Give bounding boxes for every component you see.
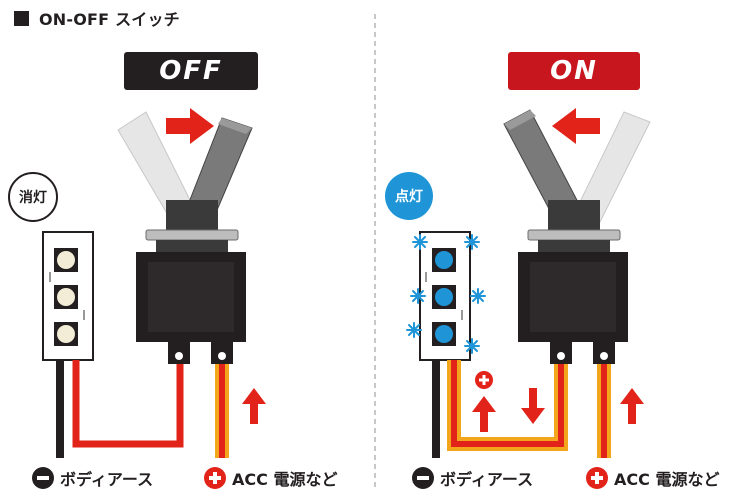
- arrow-down-icon: [521, 388, 545, 424]
- on-switch-terminals: [550, 342, 615, 364]
- off-switch-collar: [156, 240, 228, 252]
- on-led-board: [419, 231, 471, 361]
- off-legend-power-label: ACC 電源など: [232, 470, 338, 489]
- arrow-right-icon: [166, 108, 214, 144]
- off-badge: OFF: [124, 52, 258, 90]
- on-switch-collar: [538, 240, 610, 252]
- status-lit-circle: 点灯: [385, 172, 433, 220]
- off-led-2: [57, 288, 75, 306]
- off-led-board: [42, 231, 94, 361]
- off-led-1: [57, 251, 75, 269]
- on-led-2: [435, 288, 453, 306]
- plus-icon: [204, 467, 226, 489]
- arrow-up-icon: [242, 388, 266, 424]
- plus-icon: [586, 467, 608, 489]
- plus-icon: [475, 371, 493, 389]
- off-legend-ground: ボディアース: [32, 464, 153, 492]
- on-legend-ground-label: ボディアース: [440, 470, 534, 489]
- off-switch-neck: [166, 200, 218, 230]
- minus-icon: [412, 467, 434, 489]
- status-unlit-circle: 消灯: [8, 172, 58, 222]
- on-panel: [406, 108, 651, 458]
- off-switch-face: [148, 262, 234, 332]
- on-switch-nut: [527, 229, 621, 241]
- off-badge-label: OFF: [159, 56, 223, 86]
- arrow-up-icon: [620, 388, 644, 424]
- off-legend-power: ACC 電源など: [204, 464, 337, 492]
- on-legend-power: ACC 電源など: [586, 464, 719, 492]
- on-badge: ON: [508, 52, 640, 90]
- sparkle-icon: [406, 234, 486, 354]
- page-title: ON-OFF スイッチ: [14, 6, 180, 30]
- off-switch-nut: [145, 229, 239, 241]
- status-lit-label: 点灯: [395, 189, 423, 205]
- on-led-1: [435, 251, 453, 269]
- arrow-up-icon: [472, 396, 496, 432]
- status-unlit-label: 消灯: [19, 190, 47, 206]
- off-switch-terminals: [168, 342, 233, 364]
- title-square-icon: [14, 10, 29, 26]
- on-switch-neck: [548, 200, 600, 230]
- on-legend-power-label: ACC 電源など: [614, 470, 720, 489]
- on-led-3: [435, 325, 453, 343]
- minus-icon: [32, 467, 54, 489]
- on-switch-face: [530, 262, 616, 332]
- off-led-3: [57, 325, 75, 343]
- off-legend-ground-label: ボディアース: [60, 470, 154, 489]
- off-led-wire: [72, 360, 184, 448]
- arrow-left-icon: [552, 108, 600, 144]
- on-legend-ground: ボディアース: [412, 464, 533, 492]
- on-led-wire: [447, 360, 568, 451]
- on-badge-label: ON: [550, 56, 598, 86]
- off-panel: [42, 108, 266, 458]
- title-text: ON-OFF スイッチ: [39, 10, 180, 29]
